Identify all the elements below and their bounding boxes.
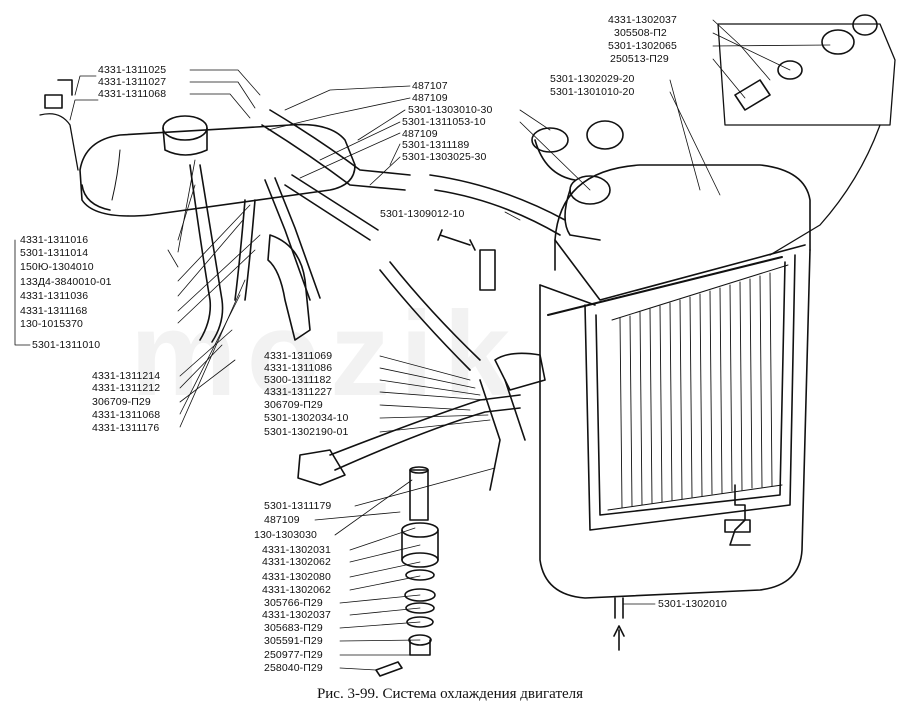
mounting-bolt	[437, 229, 496, 291]
part-label: 5301-1303010-30	[408, 104, 493, 116]
part-label: 5301-1301010-20	[550, 86, 635, 98]
tank-hoses	[189, 164, 321, 343]
watermark-text: mozik	[130, 287, 521, 421]
part-label: 4331-1311069	[264, 350, 333, 362]
part-label: 130-1303030	[254, 529, 317, 541]
part-label: 4331-1311068	[98, 88, 167, 100]
part-label: 487107	[412, 80, 448, 92]
part-label: 4331-1302062	[262, 584, 331, 596]
part-label: 306709-П29	[264, 399, 323, 411]
part-label: 5301-1311189	[402, 139, 470, 151]
part-label: 4331-1302062	[262, 556, 331, 568]
part-label: 4331-1311036	[20, 290, 89, 302]
part-label: 4331-1302031	[262, 544, 331, 556]
part-label: 5301-1302034-10	[264, 412, 349, 424]
pipe-connectors	[531, 120, 624, 241]
part-label: 4331-1311214	[92, 370, 161, 382]
part-label: 5301-1311014	[20, 247, 89, 259]
part-label: 4331-1311068	[92, 409, 161, 421]
part-label: 4331-1311212	[92, 382, 161, 394]
part-label: 487109	[264, 514, 300, 526]
part-label: 5301-1303025-30	[402, 151, 487, 163]
bottom-stud	[613, 597, 625, 651]
part-label: 4331-1311025	[98, 64, 167, 76]
part-label: 306709-П29	[92, 396, 151, 408]
expansion-tank	[39, 79, 356, 217]
part-label: 250977-П29	[264, 649, 323, 661]
part-label: 5301-1302029-20	[550, 73, 635, 85]
part-label: 5300-1311182	[264, 374, 332, 386]
part-label: 150Ю-1304010	[20, 261, 94, 273]
detail-inset	[717, 14, 896, 256]
part-label: 5301-1311053-10	[402, 116, 486, 128]
part-label: 5301-1311179	[264, 500, 332, 512]
upper-hoses	[261, 109, 566, 371]
leader-lines	[14, 19, 831, 671]
fastener-stack	[375, 466, 439, 677]
part-label: 5301-1309012-10	[380, 208, 465, 220]
part-label: 4331-1302080	[262, 571, 331, 583]
lower-hose	[297, 352, 546, 491]
radiator	[539, 164, 811, 599]
part-label: 4331-1311016	[20, 234, 89, 246]
mounting-bracket	[267, 234, 311, 341]
part-label: 5301-1311010	[32, 339, 101, 351]
part-label: 4331-1302037	[608, 14, 677, 26]
part-label: 133Д4-3840010-01	[20, 276, 112, 288]
part-label: 305591-П29	[264, 635, 323, 647]
part-label: 4331-1311176	[92, 422, 160, 434]
part-label: 305766-П29	[264, 597, 323, 609]
part-label: 487109	[412, 92, 448, 104]
part-label: 305683-П29	[264, 622, 323, 634]
part-label: 5301-1302065	[608, 40, 677, 52]
part-label: 5301-1302010	[658, 598, 727, 610]
part-label: 4331-1311027	[98, 76, 167, 88]
part-label: 487109	[402, 128, 438, 140]
part-label: 4331-1311086	[264, 362, 333, 374]
part-label: 4331-1311168	[20, 305, 88, 317]
drain-tap	[724, 484, 751, 546]
radiator-core	[619, 272, 773, 509]
part-label: 130-1015370	[20, 318, 83, 330]
part-label: 5301-1302190-01	[264, 426, 349, 438]
figure-caption: Рис. 3-99. Система охлаждения двигателя	[316, 686, 584, 702]
part-label: 250513-П29	[610, 53, 669, 65]
part-label: 305508-П2	[614, 27, 667, 39]
part-label: 4331-1302037	[262, 609, 331, 621]
part-label: 4331-1311227	[264, 386, 333, 398]
part-label: 258040-П29	[264, 662, 323, 674]
